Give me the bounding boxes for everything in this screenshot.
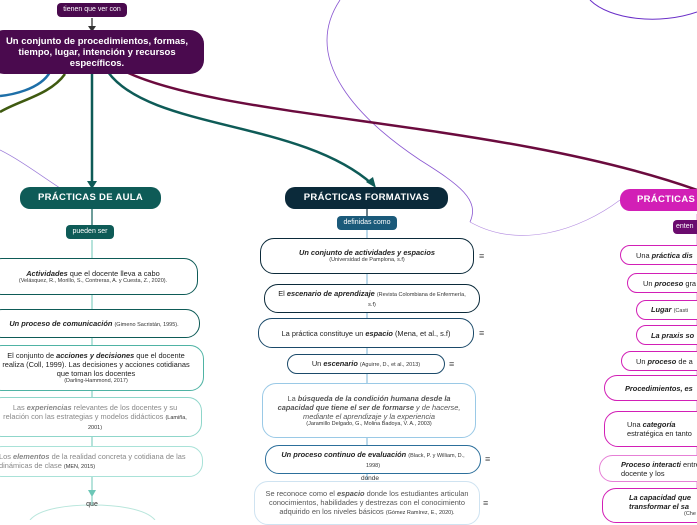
note-icon-1[interactable]: ≡ xyxy=(479,251,485,261)
formativas-card-escenario[interactable]: Un escenario (Aguirre, D., et al., 2013) xyxy=(287,354,445,374)
third-card-9[interactable]: La capacidad que transformar el sa (Che xyxy=(602,488,697,523)
header-practicas-de-aula[interactable]: PRÁCTICAS DE AULA xyxy=(20,187,161,209)
formativas-card-espacio-articulan[interactable]: Se reconoce como el espacio donde los es… xyxy=(254,481,480,525)
aula-card-acciones-decisiones[interactable]: El conjunto de acciones y decisiones que… xyxy=(0,345,204,391)
formativas-card-actividades-espacios[interactable]: Un conjunto de actividades y espacios (U… xyxy=(260,238,474,274)
formativas-bottom-tag[interactable]: donde xyxy=(360,475,380,482)
third-card-7[interactable]: Una categoría estratégica en tanto xyxy=(604,411,697,447)
formativas-card-escenario-aprendizaje[interactable]: El escenario de aprendizaje (Revista Col… xyxy=(264,284,480,313)
note-icon-3[interactable]: ≡ xyxy=(449,359,455,369)
connector-definidas-como[interactable]: definidas como xyxy=(337,216,397,230)
third-card-1[interactable]: Una práctica dis xyxy=(620,245,697,265)
header-practicas-third[interactable]: PRÁCTICAS xyxy=(620,189,697,211)
note-icon-4[interactable]: ≡ xyxy=(485,454,491,464)
formativas-card-evaluacion[interactable]: Un proceso continuo de evaluación (Black… xyxy=(265,445,481,474)
formativas-card-busqueda-condicion-humana[interactable]: La búsqueda de la condición humana desde… xyxy=(262,383,476,438)
aula-bottom-tag[interactable]: que xyxy=(86,501,98,508)
root-title: Un conjunto de procedimientos, formas, t… xyxy=(5,35,189,69)
aula-card-elementos[interactable]: Los elementos de la realidad concreta y … xyxy=(0,446,203,477)
connector-entendidas[interactable]: enten xyxy=(673,220,697,234)
formativas-card-espacio[interactable]: La práctica constituye un espacio (Mena,… xyxy=(258,318,474,348)
top-connector-tag[interactable]: tienen que ver con xyxy=(57,3,127,17)
third-card-5[interactable]: Un proceso de a xyxy=(621,351,697,371)
aula-card-comunicacion[interactable]: Un proceso de comunicación (Gimeno Sacri… xyxy=(0,309,200,338)
aula-card-actividades[interactable]: Actividades que el docente lleva a cabo … xyxy=(0,258,198,295)
connector-pueden-ser[interactable]: pueden ser xyxy=(66,225,114,239)
third-card-8[interactable]: Proceso interacti entre el docente y los xyxy=(599,455,697,482)
header-practicas-formativas[interactable]: PRÁCTICAS FORMATIVAS xyxy=(285,187,448,209)
third-card-3[interactable]: Lugar (Casti xyxy=(636,300,697,320)
third-card-4[interactable]: La praxis so xyxy=(636,325,697,345)
root-node[interactable]: Un conjunto de procedimientos, formas, t… xyxy=(0,30,204,74)
aula-card-experiencias[interactable]: Las experiencias relevantes de los docen… xyxy=(0,397,202,437)
third-card-2[interactable]: Un proceso gra xyxy=(627,273,697,293)
third-card-6[interactable]: Procedimientos, es xyxy=(604,375,697,401)
note-icon-5[interactable]: ≡ xyxy=(483,498,489,508)
note-icon-2[interactable]: ≡ xyxy=(479,328,485,338)
